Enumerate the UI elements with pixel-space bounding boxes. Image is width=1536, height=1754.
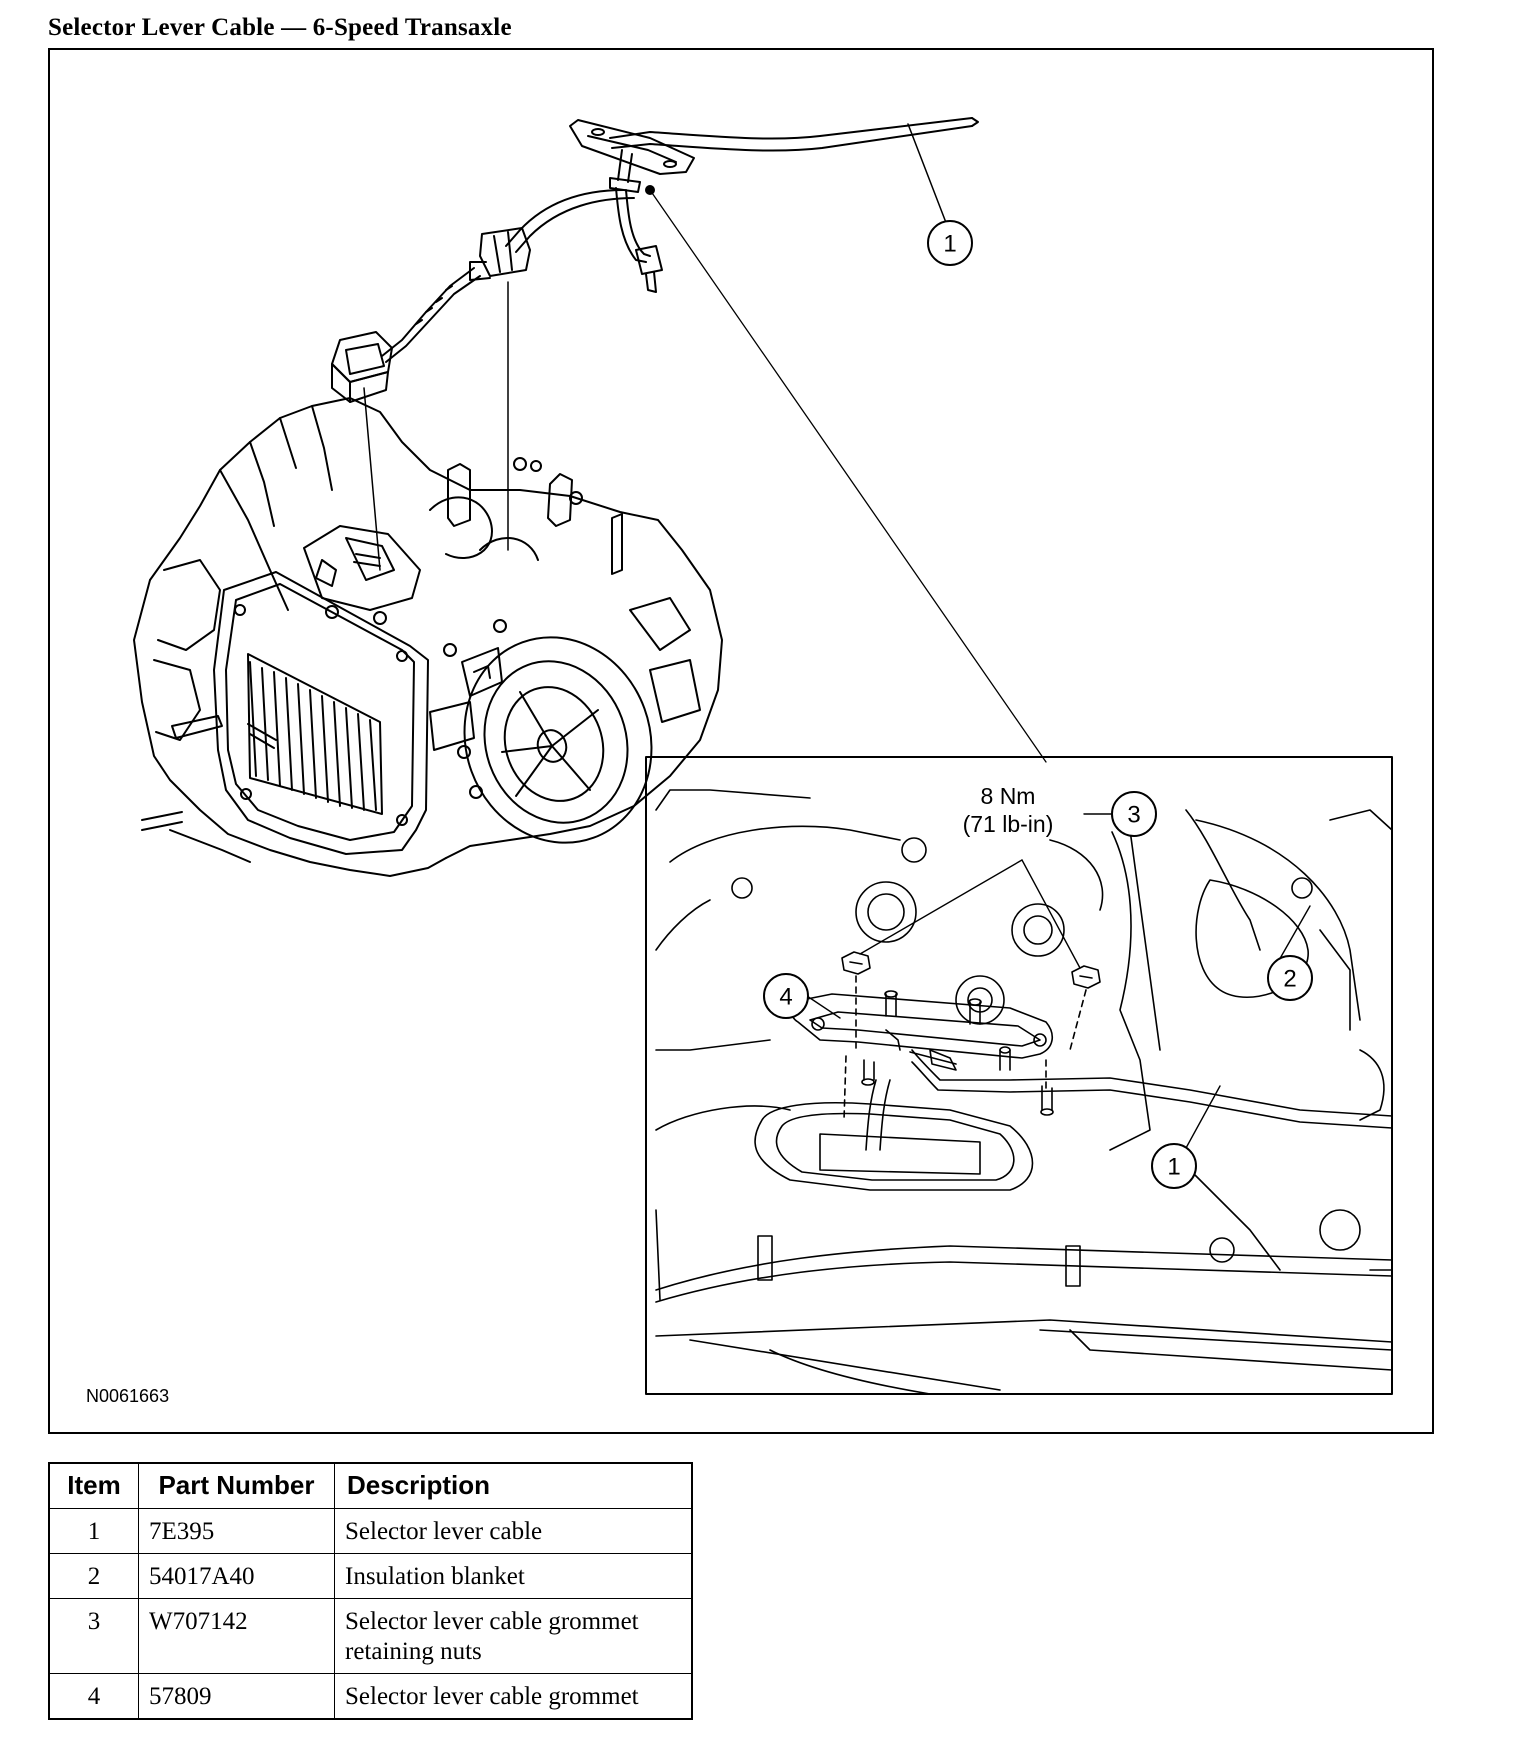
description-cell: Selector lever cable grommet retaining n… bbox=[334, 1598, 693, 1674]
figure-id: N0061663 bbox=[86, 1386, 170, 1406]
column-header-description: Description bbox=[334, 1462, 693, 1509]
item-cell: 1 bbox=[48, 1508, 139, 1554]
description-cell: Insulation blanket bbox=[334, 1553, 693, 1599]
table-row: 3 W707142 Selector lever cable grommet r… bbox=[48, 1598, 693, 1674]
column-header-item: Item bbox=[48, 1462, 139, 1509]
page-title: Selector Lever Cable — 6-Speed Transaxle bbox=[48, 14, 512, 41]
item-cell: 4 bbox=[48, 1673, 139, 1720]
callout-detail-2: 2 bbox=[1283, 966, 1296, 993]
item-cell: 2 bbox=[48, 1553, 139, 1599]
item-cell: 3 bbox=[48, 1598, 139, 1674]
part-number-cell: 7E395 bbox=[138, 1508, 335, 1554]
transaxle-illustration: 1 3 2 1 4 8 Nm (71 lb-in) bbox=[133, 117, 1393, 1395]
description-cell: Selector lever cable bbox=[334, 1508, 693, 1554]
torque-value: 8 Nm bbox=[981, 783, 1036, 809]
torque-value-imperial: (71 lb-in) bbox=[963, 811, 1054, 837]
callout-detail-1: 1 bbox=[1167, 1154, 1180, 1181]
transaxle-housing-drawing bbox=[133, 397, 723, 877]
figure-frame: 1 3 2 1 4 8 Nm (71 lb-in) N0061663 bbox=[48, 48, 1434, 1434]
callout-main-1: 1 bbox=[943, 231, 956, 258]
part-number-cell: W707142 bbox=[138, 1598, 335, 1674]
callout-detail-4: 4 bbox=[779, 984, 792, 1011]
part-number-cell: 54017A40 bbox=[138, 1553, 335, 1599]
table-row: 4 57809 Selector lever cable grommet bbox=[48, 1673, 693, 1720]
table-row: 2 54017A40 Insulation blanket bbox=[48, 1553, 693, 1599]
detail-view-drawing bbox=[655, 789, 1393, 1395]
table-row: 1 7E395 Selector lever cable bbox=[48, 1508, 693, 1554]
callout-detail-3: 3 bbox=[1127, 802, 1140, 829]
parts-table: Item Part Number Description 1 7E395 Sel… bbox=[48, 1462, 693, 1720]
selector-lever-cable-drawing bbox=[331, 117, 979, 403]
description-cell: Selector lever cable grommet bbox=[334, 1673, 693, 1720]
table-header-row: Item Part Number Description bbox=[48, 1462, 693, 1509]
column-header-part-number: Part Number bbox=[138, 1462, 335, 1509]
part-number-cell: 57809 bbox=[138, 1673, 335, 1720]
